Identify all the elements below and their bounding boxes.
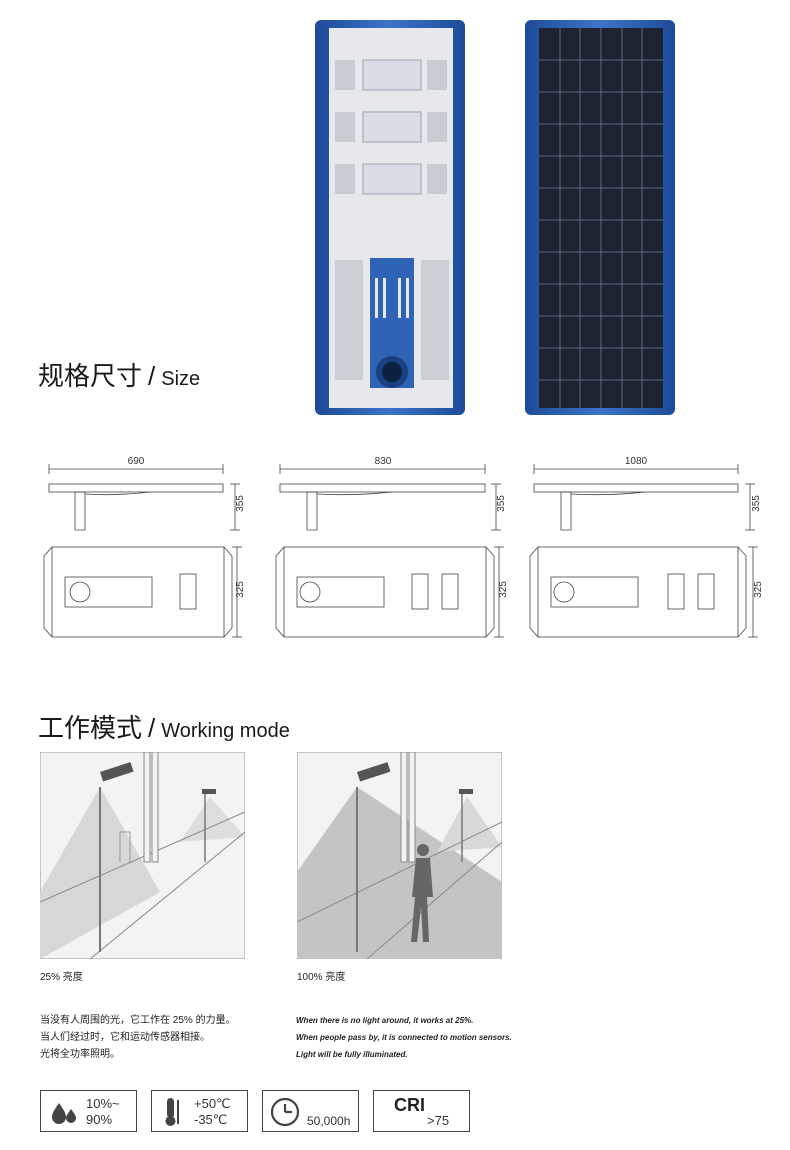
lamp-solar-panel-photo: [525, 20, 675, 415]
spec-humidity: 10%~ 90%: [40, 1090, 137, 1132]
mode-section-title: 工作模式/Working mode: [38, 708, 290, 745]
description-line: 当人们经过时，它和运动传感器相接。: [40, 1032, 210, 1043]
dim-depth-label: 325: [497, 581, 509, 598]
scene-100-percent: [297, 752, 502, 959]
dim-depth-label: 325: [234, 581, 246, 598]
mode-title-cn: 工作模式: [38, 713, 143, 743]
cri-value: >75: [427, 1113, 450, 1128]
description-line: Light will be fully illuminated.: [296, 1050, 408, 1059]
description-en: When there is no light around, it works …: [296, 1012, 512, 1063]
water-drops-icon: [52, 1103, 76, 1124]
size-title-en: Size: [161, 368, 201, 390]
walking-person-icon: [411, 844, 433, 942]
description-cn: 当没有人周围的光，它工作在 25% 的力量。 当人们经过时，它和运动传感器相接。…: [40, 1012, 236, 1063]
size-title-separator: /: [148, 361, 156, 391]
spec-lifespan: 50,000h: [262, 1090, 359, 1132]
cri-label: CRI: [394, 1095, 425, 1115]
side-drawing-3: [529, 464, 758, 638]
scene-caption: 100% 亮度: [297, 972, 346, 983]
clock-icon: [270, 1097, 300, 1127]
description-line: 光将全功率照明。: [40, 1049, 120, 1060]
lamp-front-photo: [315, 20, 465, 415]
spec-cri: CRI >75: [373, 1090, 470, 1132]
humidity-max: 10%~: [86, 1096, 120, 1111]
scene-25-percent: [40, 752, 245, 959]
description-line: When there is no light around, it works …: [296, 1016, 474, 1025]
dim-height-label: 355: [750, 495, 762, 512]
scene-caption: 25% 亮度: [40, 972, 83, 983]
spec-temperature: +50℃ -35℃: [151, 1090, 248, 1132]
temperature-min: -35℃: [194, 1112, 228, 1127]
mode-title-separator: /: [148, 713, 156, 743]
dim-height-label: 355: [234, 495, 246, 512]
side-drawing-1: [43, 464, 242, 638]
description-line: 当没有人周围的光，它工作在 25% 的力量。: [40, 1015, 236, 1026]
dim-height-label: 355: [495, 495, 507, 512]
humidity-min: 90%: [86, 1112, 113, 1127]
mode-title-en: Working mode: [161, 720, 290, 742]
side-drawing-2: [275, 464, 504, 638]
dim-width-label: 690: [127, 456, 145, 467]
dim-width-label: 1080: [624, 456, 648, 467]
description-line: When people pass by, it is connected to …: [296, 1033, 512, 1042]
size-title-cn: 规格尺寸: [38, 361, 143, 391]
dim-depth-label: 325: [752, 581, 764, 598]
dim-width-label: 830: [374, 456, 392, 467]
thermometer-icon: [165, 1098, 179, 1126]
temperature-max: +50℃: [194, 1096, 231, 1111]
size-section-title: 规格尺寸/Size: [38, 356, 200, 393]
lifespan-value: 50,000h: [307, 1114, 351, 1128]
